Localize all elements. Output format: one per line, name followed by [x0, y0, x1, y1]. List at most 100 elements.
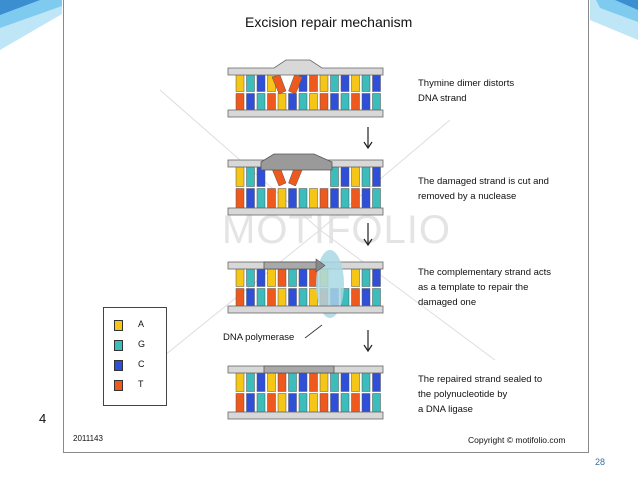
nucleotide-A	[319, 372, 329, 392]
nucleotide-G	[372, 288, 381, 307]
nucleotide-G	[372, 188, 381, 209]
legend-label: A	[138, 319, 145, 329]
nucleotide-A	[267, 372, 276, 392]
nucleotide-C	[361, 93, 371, 111]
nucleotide-C	[372, 268, 381, 287]
nucleotide-C	[340, 372, 350, 392]
nucleotide-C	[288, 393, 297, 413]
bottom-strand-backbone	[227, 109, 384, 118]
nucleotide-C	[372, 166, 381, 187]
nucleotide-G	[361, 268, 371, 287]
nucleotide-G	[256, 393, 266, 413]
nucleotide-T	[277, 372, 287, 392]
thymine-dimer-left	[271, 74, 287, 95]
nucleotide-T	[267, 288, 276, 307]
legend-item-c: C	[114, 359, 160, 373]
legend-swatch	[114, 380, 123, 391]
nucleotide-C	[246, 188, 255, 209]
legend-swatch	[114, 320, 123, 331]
nucleotide-C	[372, 372, 381, 392]
legend-item-t: T	[114, 379, 160, 393]
nucleotide-G	[256, 93, 266, 111]
figure-code: 2011143	[73, 434, 103, 443]
nucleotide-A	[319, 74, 329, 92]
nucleotide-G	[298, 288, 308, 307]
legend-swatch	[114, 360, 123, 371]
slide-number: 4	[39, 411, 47, 426]
nucleotide-A	[351, 166, 360, 187]
top-strand-backbone	[227, 59, 384, 76]
nucleotide-G	[330, 74, 339, 92]
nucleotide-T	[309, 74, 318, 92]
nucleotide-G	[298, 188, 308, 209]
nucleotide-G	[340, 393, 350, 413]
nucleotide-G	[361, 372, 371, 392]
legend-label: C	[138, 359, 145, 369]
nucleotide-T	[235, 393, 245, 413]
nucleotide-G	[361, 74, 371, 92]
nucleotide-C	[256, 74, 266, 92]
nucleotide-G	[246, 166, 255, 187]
step-arrow	[363, 127, 373, 150]
nucleotide-C	[340, 74, 350, 92]
nucleotide-A	[267, 268, 276, 287]
nucleotide-C	[246, 93, 255, 111]
step-1-description: Thymine dimer distorts DNA strand	[418, 76, 514, 106]
nucleotide-T	[267, 188, 276, 209]
figure-title: Excision repair mechanism	[245, 14, 413, 30]
top-right-decoration	[590, 0, 638, 40]
description-line: Thymine dimer distorts	[418, 78, 515, 89]
nucleotide-A	[309, 188, 318, 209]
nucleotide-C	[288, 288, 297, 307]
nucleotide-C	[246, 288, 255, 307]
nucleotide-T	[267, 93, 276, 111]
nucleotide-A	[235, 372, 245, 392]
legend-label: T	[138, 379, 144, 389]
nucleotide-G	[256, 288, 266, 307]
nucleotide-legend: A G C T	[103, 307, 167, 406]
legend-item-a: A	[114, 319, 160, 333]
nucleotide-A	[235, 268, 245, 287]
nucleotide-C	[256, 268, 266, 287]
nucleotide-C	[340, 166, 350, 187]
polymerase-arrow-head	[315, 258, 326, 273]
nucleotide-T	[235, 93, 245, 111]
nucleotide-G	[298, 393, 308, 413]
step-arrow	[363, 223, 373, 247]
nucleotide-G	[330, 372, 339, 392]
legend-label: G	[138, 339, 146, 349]
step-3-description: The complementary strand acts as a templ…	[418, 265, 551, 310]
nucleotide-T	[351, 93, 360, 111]
nucleotide-C	[330, 188, 339, 209]
copyright-notice: Copyright © motifolio.com	[468, 435, 566, 445]
nucleotide-T	[319, 393, 329, 413]
description-line: damaged one	[418, 297, 477, 308]
nucleotide-T	[351, 288, 360, 307]
nucleotide-G	[256, 188, 266, 209]
bottom-strand-backbone	[227, 305, 384, 314]
description-line: The complementary strand acts	[418, 267, 552, 278]
description-line: the polynucleotide by	[418, 389, 508, 400]
nucleotide-T	[319, 188, 329, 209]
dna-polymerase-label: DNA polymerase	[223, 332, 295, 343]
nucleotide-T	[319, 93, 329, 111]
repaired-segment	[263, 365, 335, 374]
nucleotide-C	[256, 372, 266, 392]
nucleotide-A	[309, 393, 318, 413]
nucleotide-G	[246, 74, 255, 92]
nucleotide-A	[235, 166, 245, 187]
description-line: The repaired strand sealed to	[418, 374, 543, 385]
nucleotide-A	[309, 288, 318, 307]
nucleotide-A	[277, 188, 287, 209]
nucleotide-C	[298, 268, 308, 287]
polymerase-pointer	[304, 324, 323, 339]
nucleotide-T	[235, 188, 245, 209]
nucleotide-A	[309, 93, 318, 111]
step-arrow	[363, 330, 373, 353]
nucleotide-G	[288, 268, 297, 287]
nucleotide-G	[372, 393, 381, 413]
nucleotide-C	[288, 93, 297, 111]
nucleotide-G	[340, 188, 350, 209]
nucleotide-C	[298, 372, 308, 392]
nucleotide-G	[288, 372, 297, 392]
